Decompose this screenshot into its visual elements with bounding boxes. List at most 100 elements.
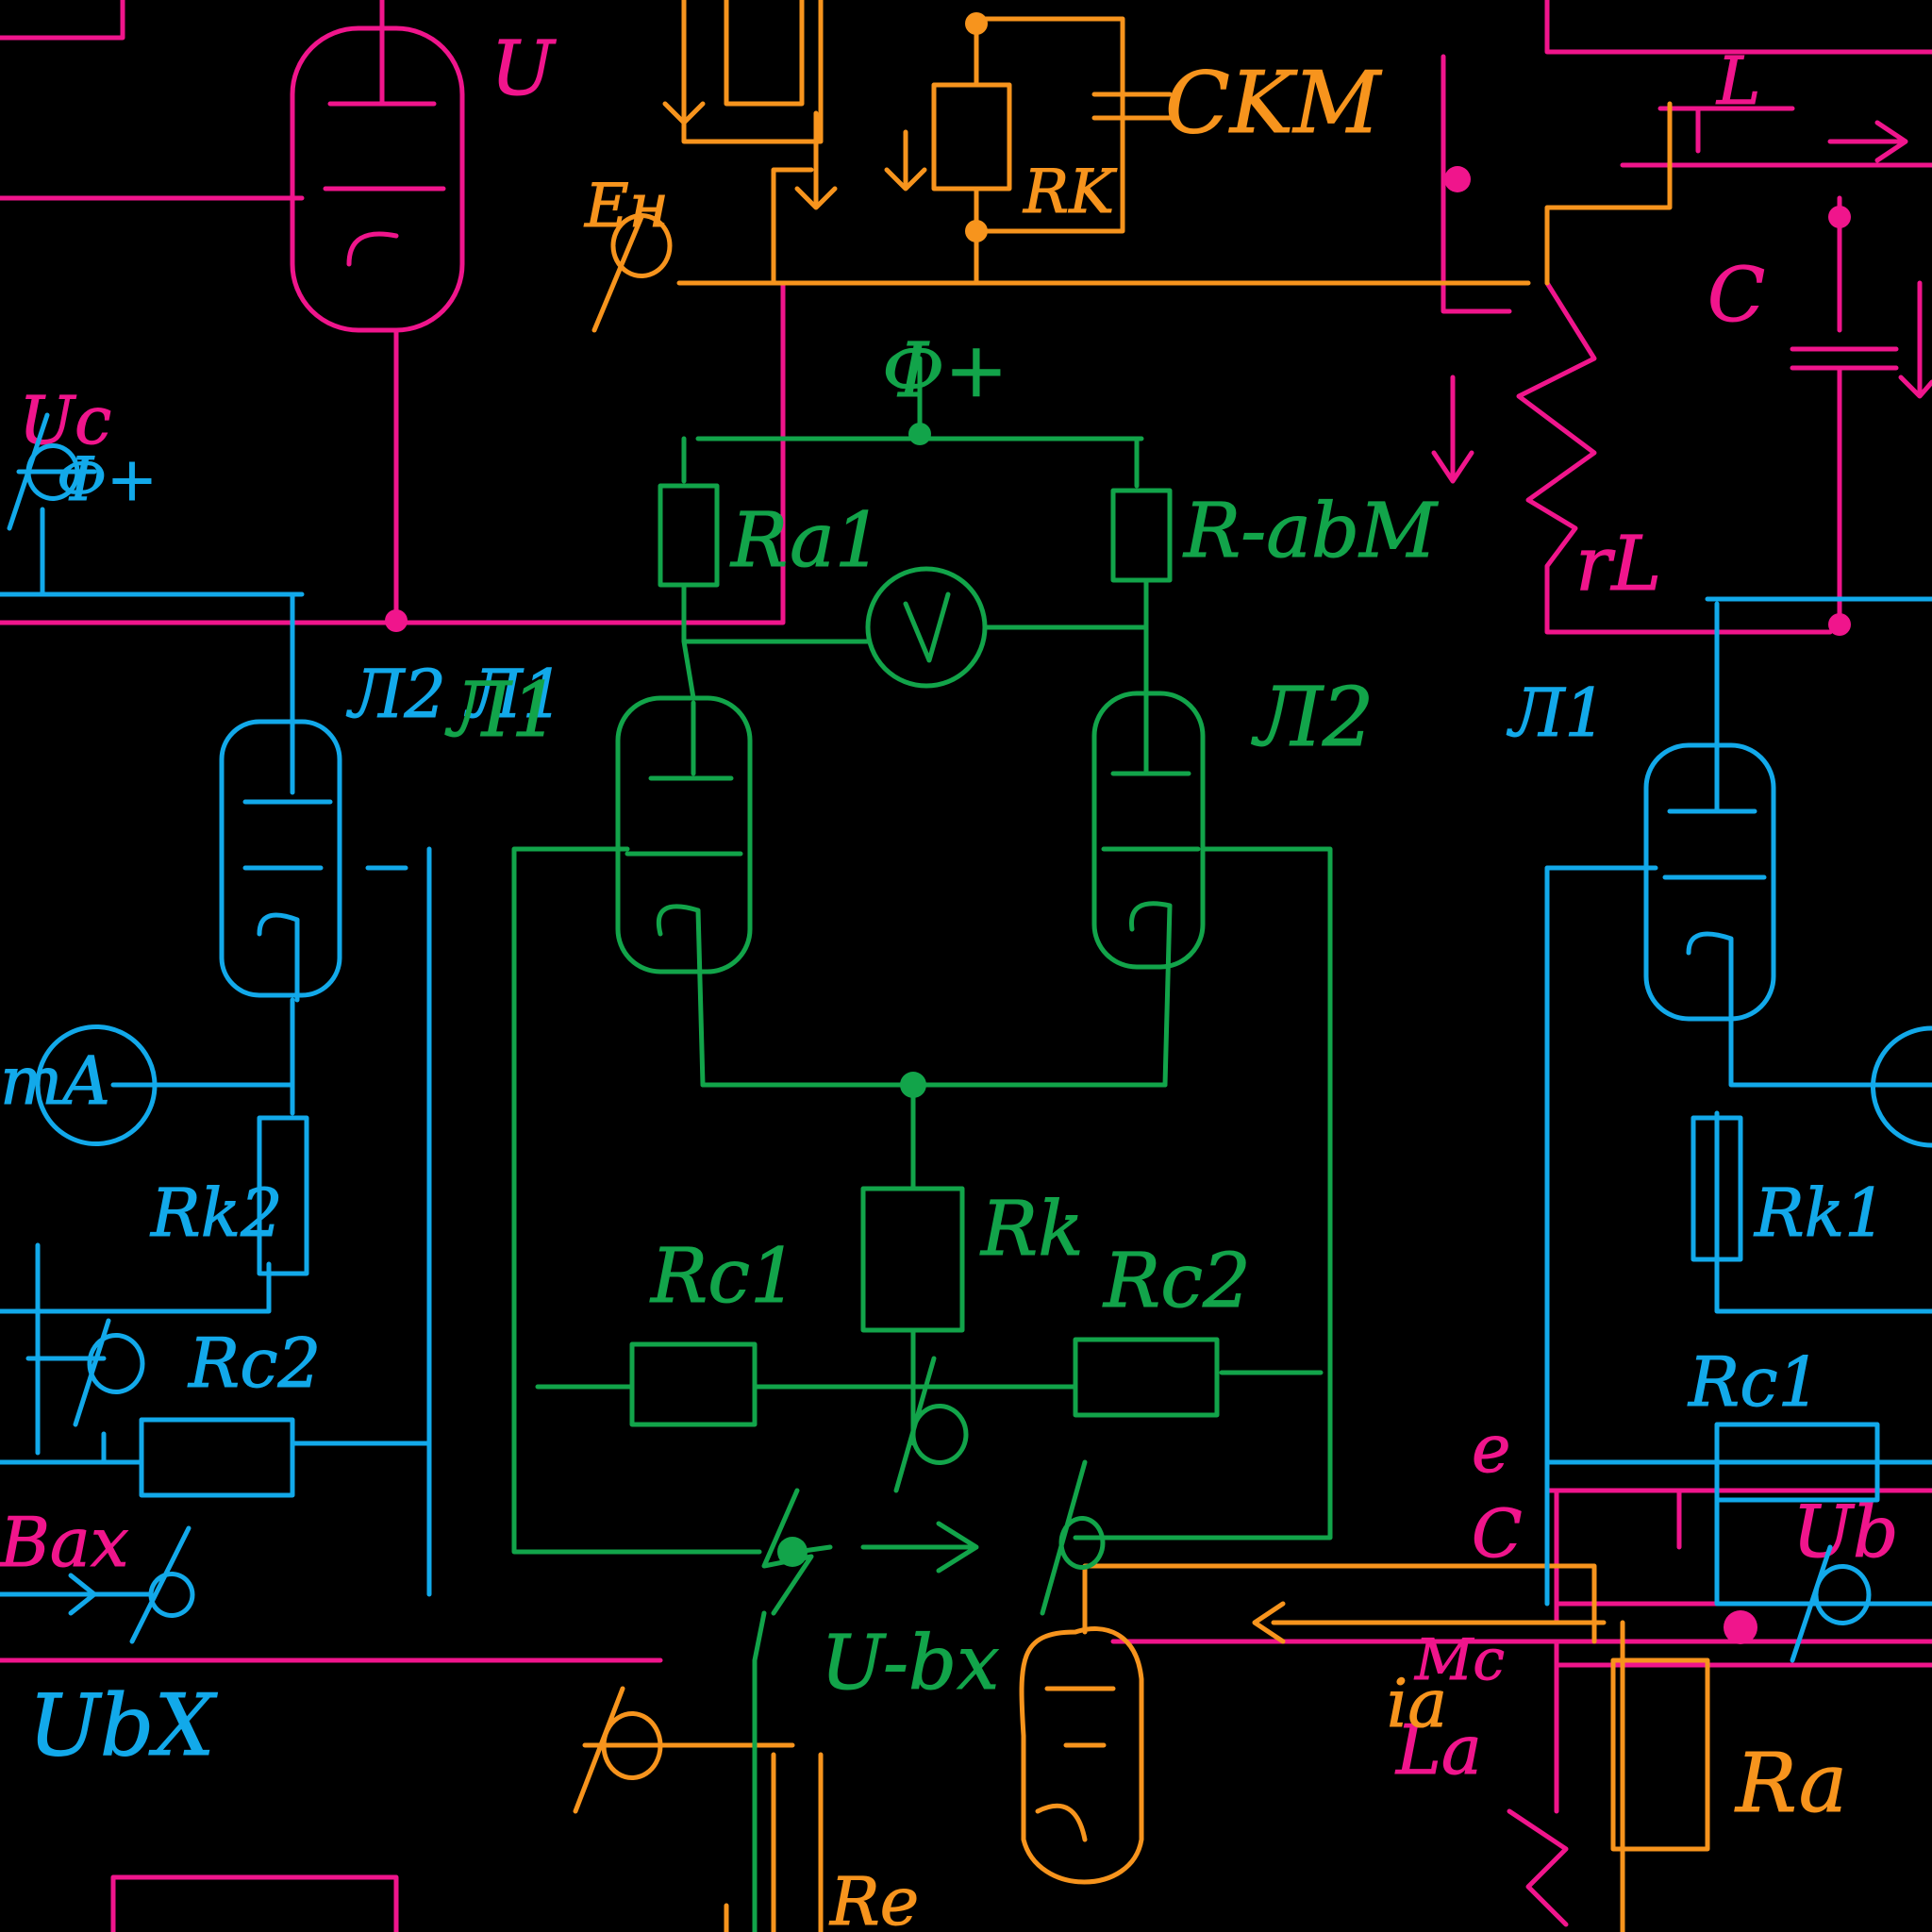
orange-vacuum-tube-bottom	[1019, 1626, 1144, 1885]
magenta-inductor-rl	[1516, 280, 1833, 635]
label-u-bx-green: U-bx	[821, 1619, 999, 1707]
orange-top-right-frame	[1544, 101, 1673, 286]
magenta-arrow-right	[1827, 120, 1908, 163]
label-c-magenta: C	[1707, 251, 1765, 339]
blue-tube-right-electrodes	[1662, 601, 1767, 1022]
green-resistor-rc2	[1073, 1337, 1220, 1418]
label-rc2-blue: Rc2	[187, 1324, 321, 1403]
orange-circuit: CKM RK Eн Ra Re ia	[573, 0, 1848, 1932]
label-phi-plus-blue: Ф+	[57, 445, 158, 515]
orange-lower-tube-leads	[724, 1865, 776, 1932]
magenta-lower-right-coil	[1507, 1808, 1569, 1927]
magenta-arrow-down-right	[1898, 280, 1932, 399]
magenta-lower-right-rails	[1544, 1488, 1932, 1625]
green-phi-ground	[893, 1356, 969, 1493]
blue-circuit: Л2 Л1 Л1 mA Rk2 Rc2 UbX Ф+ Rk1 Rc1	[0, 412, 1932, 1776]
blue-phi-left	[73, 1318, 145, 1427]
orange-lower-bus	[1082, 1563, 1625, 1932]
label-l-magenta: L	[1715, 42, 1760, 120]
blue-top-left-bus	[0, 469, 305, 597]
orange-phi-lower	[573, 1686, 663, 1814]
label-la-magenta: La	[1394, 1710, 1482, 1790]
blue-resistor-rk2	[257, 1115, 309, 1276]
magenta-left-bus	[0, 195, 786, 625]
label-bax-magenta: Bax	[0, 1503, 128, 1582]
label-ma-blue: mA	[0, 1042, 110, 1120]
magenta-spark	[1444, 166, 1471, 192]
orange-resistor-rk	[931, 82, 1012, 192]
label-en-orange: Eн	[584, 172, 669, 242]
label-rc2-green: Rc2	[1102, 1237, 1251, 1324]
blue-tube-left-electrodes	[242, 591, 432, 1597]
orange-arrows-down-b	[794, 110, 927, 210]
magenta-capacitor-c	[1790, 195, 1899, 635]
green-circuit: Ф+ Ra1 R-abM Л1 Л2 Rk Rc1 Rc2 U-bx	[444, 326, 1440, 1932]
green-grid-loop-left	[511, 846, 762, 1555]
green-bridge-wires	[681, 577, 1149, 701]
label-phi-plus: Ф+	[882, 326, 1008, 414]
magenta-top-right-frame	[1441, 0, 1932, 314]
label-u-magenta: U	[491, 25, 557, 112]
label-ubx-blue: UbX	[28, 1676, 218, 1775]
label-rk-orange: RK	[1023, 158, 1117, 227]
label-ia-orange: ia	[1387, 1665, 1447, 1742]
magenta-tube-electrodes	[323, 0, 446, 267]
blue-resistor-rk1	[1690, 1115, 1743, 1262]
orange-resistor-ra	[1610, 1657, 1710, 1852]
green-vacuum-tube-l2	[1091, 691, 1206, 970]
magenta-junction-dot	[385, 609, 408, 632]
blue-resistor-rc2	[139, 1417, 295, 1498]
label-e-magenta: e	[1472, 1410, 1510, 1488]
label-rk-green: Rk	[979, 1185, 1084, 1273]
blue-phi-ubx	[129, 1525, 195, 1644]
label-re-orange: Re	[828, 1863, 919, 1932]
green-tube-l1-electrodes	[625, 700, 743, 1088]
green-voltmeter-v	[903, 591, 951, 663]
label-mc-magenta: Mc	[1414, 1627, 1505, 1693]
blue-vacuum-tube-left	[219, 719, 342, 998]
blue-ma-meter	[35, 1024, 158, 1146]
orange-top-bus	[676, 16, 1531, 286]
magenta-dot-right-low	[1828, 613, 1851, 636]
label-ckm-orange: CKM	[1165, 54, 1382, 153]
orange-top-frame	[681, 0, 824, 144]
orange-arrow-down-a	[662, 54, 706, 125]
magenta-arrow-down	[1431, 375, 1474, 484]
label-l2-l1-blue: Л2 Л1	[346, 656, 564, 733]
green-cathode-dot	[900, 1072, 926, 1098]
green-resistor-ra1	[658, 483, 720, 588]
magenta-vacuum-tube-top	[290, 25, 465, 333]
green-input-lead	[752, 1610, 767, 1932]
label-rc1-blue: Rc1	[1687, 1342, 1821, 1422]
label-ra-orange: Ra	[1734, 1737, 1847, 1831]
label-c-magenta-low: C	[1472, 1495, 1523, 1573]
label-l1-green: Л1	[444, 666, 559, 754]
green-rc-rail	[535, 1327, 1324, 1446]
label-rk1-blue: Rk1	[1753, 1174, 1887, 1252]
label-rabm: R-abM	[1182, 487, 1439, 575]
blue-left-branch	[0, 997, 432, 1465]
label-l1-blue-right: Л1	[1507, 675, 1607, 752]
green-resistor-rabm	[1110, 488, 1173, 583]
green-voltmeter	[865, 566, 988, 689]
label-ub-magenta: Ub	[1792, 1490, 1899, 1574]
magenta-lower-bus	[0, 1639, 1932, 1932]
blue-phi-plus	[7, 412, 80, 531]
blue-right-bus	[1544, 596, 1932, 1607]
label-ra1: Ra1	[729, 496, 883, 584]
green-vacuum-tube-l1	[615, 695, 753, 974]
green-resistor-rk	[860, 1186, 965, 1333]
green-input-arrow	[860, 1521, 979, 1574]
label-rl-magenta: rL	[1575, 520, 1661, 608]
blue-resistor-rc1	[1714, 1422, 1880, 1503]
blue-input-arrow	[0, 1573, 154, 1616]
orange-dot-top	[965, 12, 988, 35]
green-input-dot-left	[777, 1537, 808, 1567]
green-grid-loop-right	[1073, 846, 1333, 1541]
magenta-top-left-bracket	[0, 0, 125, 41]
blue-vacuum-tube-right	[1643, 742, 1776, 1022]
orange-dot-mid	[965, 220, 988, 242]
green-supply-dot	[908, 423, 931, 445]
